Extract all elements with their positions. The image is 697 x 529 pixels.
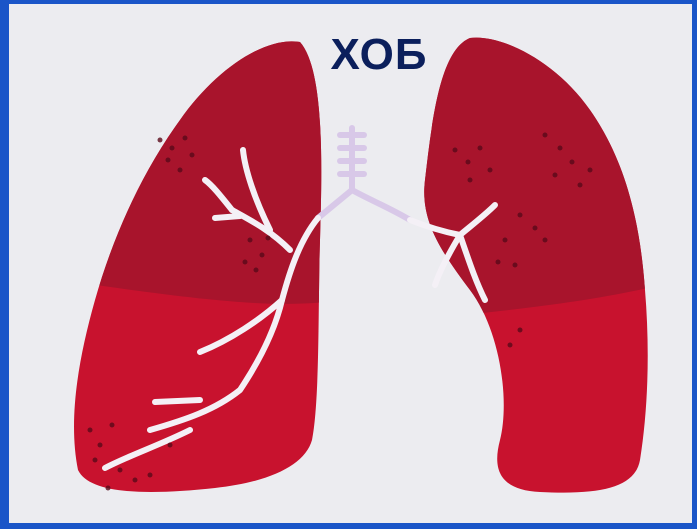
left-lung [60, 30, 340, 510]
right-lung [410, 30, 660, 510]
trachea [318, 128, 410, 220]
